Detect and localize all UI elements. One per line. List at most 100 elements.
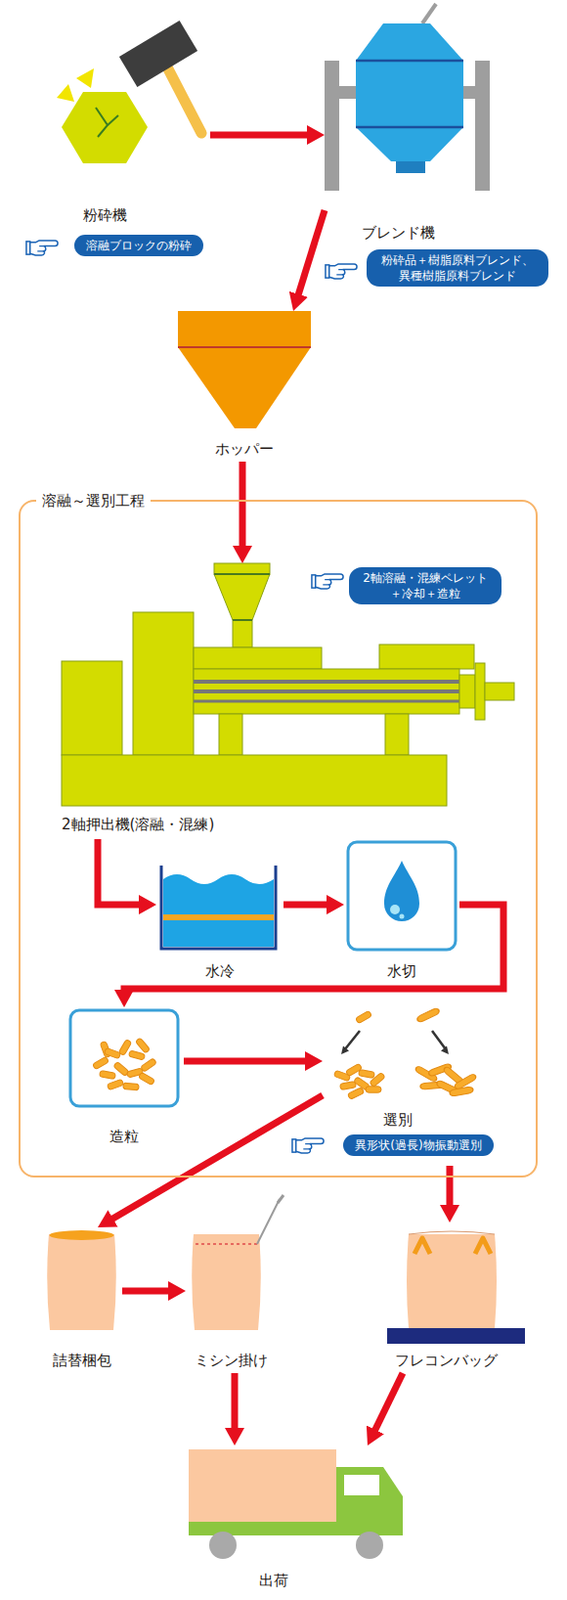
dewatering-illustration [348, 841, 456, 950]
callout-pill: 2軸溶融・混練ペレット ＋冷却＋造粒 [348, 567, 502, 605]
flexible-container-illustration [387, 1230, 525, 1344]
blender-illustration [355, 59, 464, 63]
dewatering-stage: 水切 [344, 838, 460, 984]
text-slot: 水切 [344, 960, 460, 981]
flow-arrow [97, 838, 147, 905]
blender-illustration [475, 60, 490, 191]
crusher-illustration [61, 91, 148, 164]
pelletizer-illustration [103, 1046, 121, 1058]
dewatering-illustration [384, 860, 420, 921]
flow-arrow [106, 1094, 323, 1222]
text-slot: 水冷 [156, 960, 284, 981]
sorting-illustration [365, 1086, 382, 1092]
callout-pill: 粉砕品＋樹脂原料ブレンド、 異種樹脂原料ブレンド [366, 249, 549, 287]
water-cooling-stage: 水冷 [156, 860, 284, 984]
pointing-hand-icon [26, 240, 58, 256]
sewn-bag-illustration [277, 1194, 284, 1203]
truck-illustration [209, 1530, 237, 1559]
blender-illustration [355, 23, 464, 162]
stage-label: 水冷 [205, 960, 235, 981]
water-bath-illustration [161, 865, 276, 949]
flow-arrow [446, 1165, 454, 1213]
text-slot: 詰替梱包 [41, 1350, 123, 1370]
blender-illustration [324, 3, 490, 191]
pelletizer-illustration [99, 1069, 117, 1079]
sorting-illustration [369, 1071, 386, 1087]
pelletizer-illustration [70, 1009, 178, 1106]
extruder-illustration [232, 619, 253, 648]
flow-arrow [283, 901, 335, 909]
extruder-illustration [61, 563, 515, 806]
sorting-illustration [449, 1086, 475, 1096]
stage-label: 詰替梱包 [52, 1350, 112, 1370]
flexible-container-illustration [387, 1327, 525, 1344]
sewn-bag-illustration [191, 1233, 262, 1330]
truck-illustration [344, 1474, 380, 1495]
crusher-stage: 粉砕機溶融ブロックの粉砕 [58, 14, 211, 264]
sorting-stage: 選別異形状(過長)物振動選別 [322, 1004, 511, 1166]
flexible-container-stage: フレコンバッグ [387, 1221, 525, 1373]
flexible-container-illustration [475, 1237, 491, 1254]
sorting-illustration [347, 1087, 364, 1100]
extruder-stage: 2軸溶融・混練ペレット ＋冷却＋造粒 2軸押出機(溶融・混練) [61, 563, 516, 839]
sorting-illustration [341, 1046, 349, 1055]
shipping-stage: 出荷 [185, 1444, 406, 1593]
pelletizer-illustration [106, 1078, 124, 1090]
stage-label: フレコンバッグ [394, 1350, 498, 1370]
process-group: 2軸溶融・混練ペレット ＋冷却＋造粒 2軸押出機(溶融・混練) 水冷 水切造粒選別異形… [18, 499, 538, 1178]
stage-label: ミシン掛け [194, 1350, 268, 1370]
pelletizing-stage: 造粒 [64, 1006, 184, 1150]
extruder-illustration [484, 682, 515, 700]
stage-label: 2軸押出機(溶融・混練) [61, 814, 215, 834]
blender-illustration [324, 60, 340, 191]
pointing-hand-icon [311, 573, 344, 589]
sorting-illustration [333, 1006, 478, 1099]
extruder-illustration [459, 674, 476, 708]
flow-arrow [296, 210, 325, 302]
stage-label: ブレンド機 [361, 222, 436, 243]
pelletizer-illustration [140, 1057, 158, 1072]
sorting-illustration [340, 1080, 357, 1090]
crusher-illustration [95, 107, 108, 137]
hopper-illustration [177, 346, 311, 349]
flow-arrow [122, 1287, 176, 1295]
repack-bag-illustration [46, 1229, 117, 1330]
crusher-illustration [76, 68, 94, 88]
extruder-illustration [193, 689, 460, 694]
pelletizer-illustration [134, 1037, 150, 1053]
crusher-illustration [56, 20, 202, 164]
truck-illustration [188, 1448, 337, 1522]
blender-illustration [395, 161, 426, 174]
sewing-stage: ミシン掛け [185, 1226, 276, 1373]
pelletizer-illustration [128, 1049, 145, 1060]
extruder-illustration [132, 611, 194, 755]
flow-arrow [183, 1057, 313, 1065]
extruder-illustration [385, 713, 409, 755]
pelletizer-illustration [123, 1082, 139, 1091]
extruder-illustration [379, 644, 475, 669]
sorting-illustration [344, 1030, 360, 1050]
text-slot: 出荷 [224, 1570, 323, 1590]
pointing-hand-icon [292, 1137, 324, 1153]
pelletizer-illustration [91, 1055, 109, 1070]
stage-label: 選別 [383, 1109, 413, 1130]
extruder-illustration [475, 662, 485, 720]
text-slot: 粉砕機 [58, 205, 152, 225]
dewatering-illustration [348, 841, 456, 950]
repack-bag-illustration [46, 1233, 117, 1330]
flow-arrow [231, 1372, 239, 1436]
blender-illustration [324, 86, 360, 99]
extruder-illustration [193, 699, 460, 703]
extruder-illustration [193, 668, 460, 714]
extruder-illustration [232, 618, 253, 621]
blender-stage: ブレンド機粉砕品＋樹脂原料ブレンド、 異種樹脂原料ブレンド [324, 14, 553, 299]
sewn-bag-illustration [191, 1194, 284, 1330]
extruder-illustration [193, 647, 322, 669]
blender-illustration [355, 126, 464, 130]
callout-pill: 溶融ブロックの粉砕 [74, 234, 204, 257]
water-bath-illustration [163, 873, 274, 947]
blender-illustration [422, 3, 437, 24]
dewatering-illustration [399, 914, 405, 919]
pelletizer-illustration [70, 1009, 178, 1106]
